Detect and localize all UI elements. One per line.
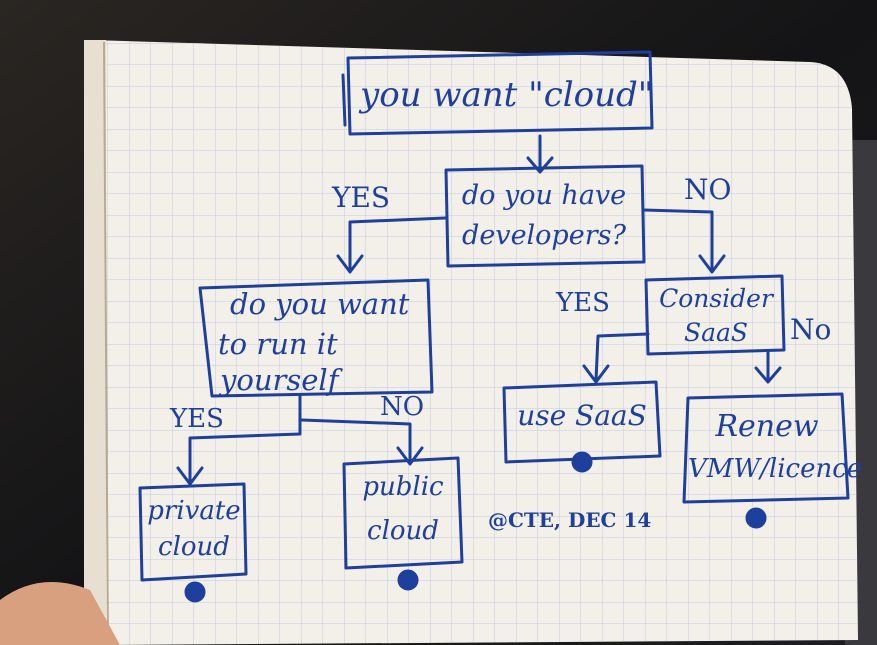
yes-left-label: YES bbox=[332, 181, 391, 214]
start-label: you want "cloud" bbox=[360, 75, 654, 115]
arrow-start-to-developers bbox=[526, 134, 554, 174]
arrow-yes-saas bbox=[582, 332, 650, 384]
signature: @CTE, DEC 14 bbox=[488, 508, 652, 532]
spiral-edge bbox=[84, 40, 106, 645]
box-private-cloud bbox=[138, 482, 248, 582]
box-developers bbox=[444, 164, 646, 268]
paper-grid bbox=[88, 40, 858, 645]
no-renew-label: No bbox=[790, 313, 832, 346]
binding-line bbox=[103, 41, 109, 645]
private-dot bbox=[184, 581, 206, 603]
arrow-no-public bbox=[300, 418, 424, 466]
arrow-yes-left bbox=[336, 216, 447, 274]
consider-line1: Consider bbox=[659, 284, 773, 313]
box-run-it bbox=[198, 278, 434, 398]
public-dot bbox=[397, 569, 419, 591]
developers-line1: do you have bbox=[461, 180, 627, 211]
yes-saas-label: YES bbox=[556, 288, 610, 318]
no-public-label: NO bbox=[380, 392, 425, 422]
box-start bbox=[346, 50, 654, 136]
flowchart-ink bbox=[138, 50, 850, 603]
box-consider-saas bbox=[644, 274, 786, 356]
box-renew bbox=[682, 392, 850, 504]
yes-private-label: YES bbox=[170, 404, 224, 434]
arrow-yes-private bbox=[176, 394, 302, 486]
run-it-line2: to run it bbox=[218, 327, 338, 361]
arrow-no-right bbox=[642, 208, 726, 274]
finger bbox=[0, 582, 120, 645]
renew-line2: VMW/licence bbox=[688, 454, 863, 484]
start-box-tick bbox=[341, 73, 347, 127]
private-line2: cloud bbox=[158, 532, 230, 562]
renew-line1: Renew bbox=[715, 409, 819, 444]
run-it-line1: do you want bbox=[230, 287, 410, 321]
box-public-cloud bbox=[342, 456, 464, 570]
developers-line2: developers? bbox=[462, 220, 626, 251]
private-line1: private bbox=[147, 496, 241, 526]
public-line2: cloud bbox=[367, 516, 439, 546]
run-it-line3: yourself bbox=[220, 363, 339, 397]
no-right-label: NO bbox=[684, 173, 732, 206]
consider-line2: SaaS bbox=[683, 318, 749, 347]
use-saas-dot bbox=[571, 451, 593, 473]
arrow-no-renew bbox=[754, 350, 782, 384]
use-saas-label: use SaaS bbox=[517, 399, 647, 432]
box-use-saas bbox=[502, 380, 662, 464]
public-line1: public bbox=[362, 472, 444, 502]
renew-dot bbox=[745, 507, 767, 529]
